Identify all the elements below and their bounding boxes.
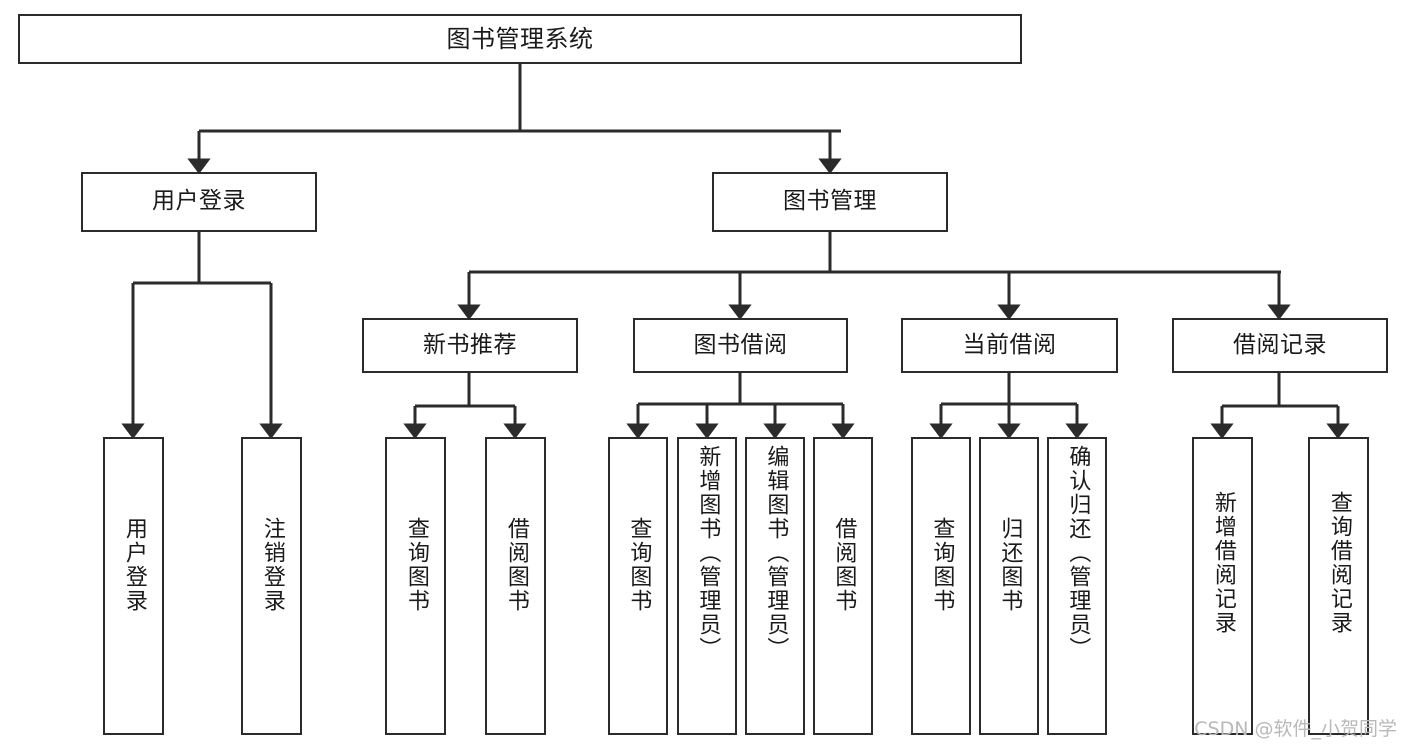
- node-label: 编辑图书（管理员）: [763, 445, 789, 661]
- node-current-borrow[interactable]: 当前借阅: [901, 318, 1118, 373]
- leaf-query-borrow-record[interactable]: 查询借阅记录: [1308, 437, 1369, 735]
- node-label: 确认归还（管理员）: [1065, 445, 1091, 661]
- leaf-query-book-current[interactable]: 查询图书: [911, 437, 971, 735]
- node-borrow-record[interactable]: 借阅记录: [1172, 318, 1388, 373]
- node-book-management[interactable]: 图书管理: [712, 172, 948, 232]
- leaf-user-login[interactable]: 用户登录: [103, 437, 164, 735]
- node-new-book-recommend[interactable]: 新书推荐: [362, 318, 578, 373]
- node-label: 新书推荐: [423, 331, 517, 358]
- node-label: 查询图书: [626, 517, 652, 613]
- node-root-book-management-system[interactable]: 图书管理系统: [18, 14, 1022, 64]
- leaf-add-borrow-record[interactable]: 新增借阅记录: [1192, 437, 1253, 735]
- node-label: 图书管理系统: [446, 24, 594, 53]
- node-user-login[interactable]: 用户登录: [81, 172, 317, 232]
- node-label: 用户登录: [152, 188, 246, 215]
- node-label: 图书管理: [783, 188, 877, 215]
- leaf-edit-book-admin[interactable]: 编辑图书（管理员）: [745, 437, 805, 735]
- node-label: 新增图书（管理员）: [695, 445, 721, 661]
- node-label: 借阅图书: [831, 517, 857, 613]
- node-label: 查询图书: [403, 517, 429, 613]
- leaf-borrow-book-recommend[interactable]: 借阅图书: [485, 437, 546, 735]
- node-label: 新增借阅记录: [1210, 491, 1236, 635]
- leaf-query-book-borrow[interactable]: 查询图书: [608, 437, 668, 735]
- node-label: 查询借阅记录: [1326, 491, 1352, 635]
- leaf-user-logout[interactable]: 注销登录: [241, 437, 302, 735]
- node-label: 借阅记录: [1233, 331, 1327, 358]
- node-label: 图书借阅: [693, 331, 788, 358]
- leaf-confirm-return-admin[interactable]: 确认归还（管理员）: [1047, 437, 1107, 735]
- node-label: 当前借阅: [962, 331, 1057, 358]
- node-label: 用户登录: [121, 517, 147, 613]
- leaf-borrow-book[interactable]: 借阅图书: [813, 437, 873, 735]
- node-label: 注销登录: [259, 517, 285, 613]
- node-book-borrow[interactable]: 图书借阅: [633, 318, 848, 373]
- node-label: 归还图书: [997, 517, 1023, 613]
- leaf-query-book-recommend[interactable]: 查询图书: [385, 437, 446, 735]
- csdn-watermark: CSDN @软件_小贺同学: [1194, 718, 1397, 740]
- node-label: 查询图书: [929, 517, 955, 613]
- leaf-add-book-admin[interactable]: 新增图书（管理员）: [677, 437, 737, 735]
- leaf-return-book[interactable]: 归还图书: [979, 437, 1039, 735]
- node-label: 借阅图书: [503, 517, 529, 613]
